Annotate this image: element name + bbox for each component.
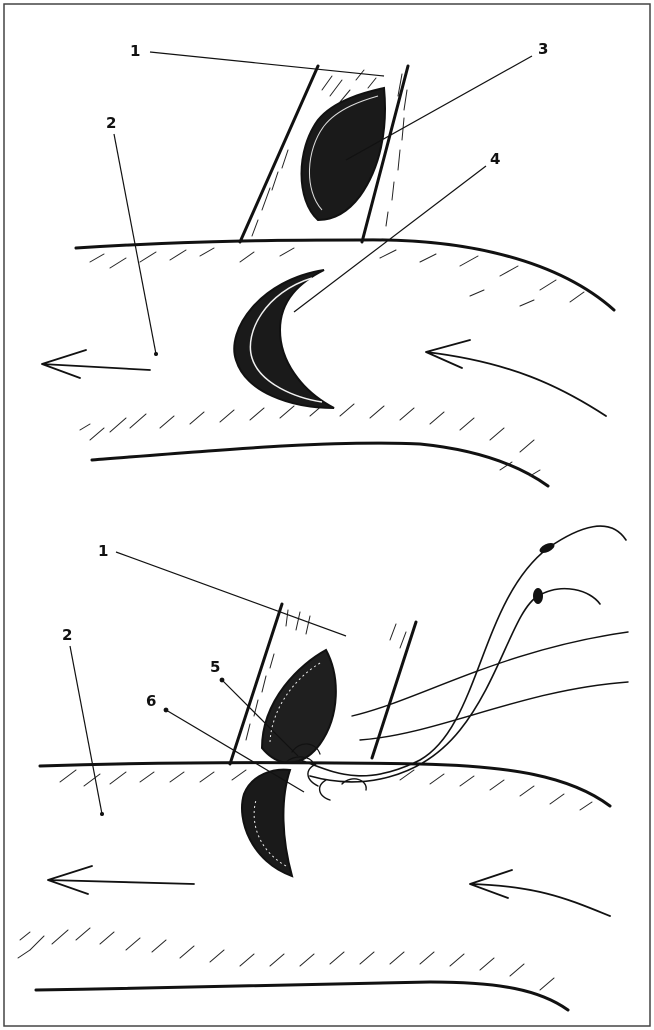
needle-2 [533,588,543,604]
label-5-bottom: 5 [210,658,220,676]
main-vessel-hatching [80,248,584,476]
main-vessel-bottom [18,763,610,1010]
sutures [286,526,628,800]
suture-thread-2 [310,589,600,782]
suture-thread-4 [360,682,628,740]
main-vessel-top [42,240,614,486]
label-6-bottom: 6 [146,692,156,710]
main-vessel-bottom-opening [242,770,292,876]
suture-thread-1 [300,526,626,776]
branch-vessel-top [240,66,408,242]
flow-arrow-right-top [426,340,606,416]
flow-arrow-left-bottom [48,866,194,894]
label-3-top: 3 [538,40,548,58]
flow-arrow-left-top [42,350,150,378]
panel-top: 1 2 3 4 [42,40,614,486]
label-2-top: 2 [106,114,116,132]
label-2-bottom: 2 [62,626,72,644]
panel-bottom: 1 2 5 6 [18,526,628,1010]
label-1-bottom: 1 [98,542,108,560]
needle-1 [538,541,556,555]
label-4-top: 4 [490,150,500,168]
main-vessel-bottom-hatching [18,770,592,990]
flow-arrow-right-bottom [470,870,610,916]
label-1-top: 1 [130,42,140,60]
suture-thread-3 [352,632,628,716]
